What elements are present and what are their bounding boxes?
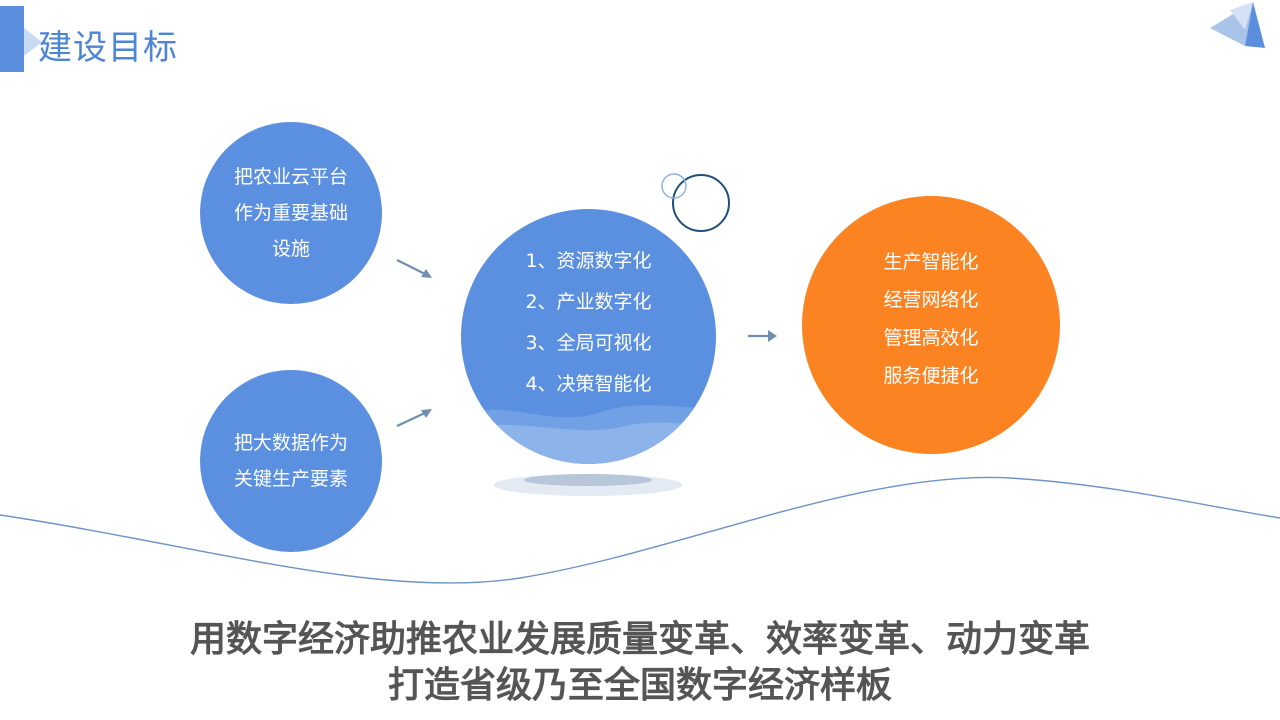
circle-text-line: 1、资源数字化 bbox=[525, 249, 652, 272]
circle-text-line: 管理高效化 bbox=[883, 327, 979, 349]
circle-text-line: 设施 bbox=[271, 238, 310, 260]
paper-plane-icon bbox=[1210, 2, 1265, 48]
circle-text-line: 关键生产要素 bbox=[233, 468, 348, 490]
slogan-line-2: 打造省级乃至全国数字经济样板 bbox=[387, 665, 892, 706]
circle-text-line: 经营网络化 bbox=[883, 289, 979, 311]
center-circle-wave bbox=[461, 404, 716, 464]
deco-ring-small bbox=[661, 173, 687, 199]
slogan-line-1: 用数字经济助推农业发展质量变革、效率变革、动力变革 bbox=[189, 619, 1090, 660]
arrow-right-up-icon bbox=[396, 409, 432, 427]
right-circle-outcomes: 生产智能化 经营网络化 管理高效化 服务便捷化 bbox=[802, 196, 1060, 454]
circle-text-line: 4、决策智能化 bbox=[525, 372, 652, 395]
wave-line bbox=[0, 476, 1280, 584]
circle-text-line: 作为重要基础 bbox=[233, 202, 348, 224]
center-circle-digitalization: 1、资源数字化 2、产业数字化 3、全局可视化 4、决策智能化 bbox=[461, 209, 716, 464]
circle-text-line: 服务便捷化 bbox=[883, 365, 979, 387]
circle-text-line: 3、全局可视化 bbox=[525, 331, 652, 354]
center-circle-shadow-inner bbox=[524, 474, 652, 486]
arrow-right-icon bbox=[748, 330, 777, 342]
circle-text-line: 生产智能化 bbox=[883, 251, 979, 273]
deco-ring-large bbox=[672, 174, 730, 232]
circle-text-line: 2、产业数字化 bbox=[525, 290, 652, 313]
arrow-right-down-icon bbox=[396, 259, 432, 278]
circle-text-line: 把大数据作为 bbox=[233, 432, 348, 454]
title-accent-bar bbox=[0, 6, 24, 72]
circle-text-line: 把农业云平台 bbox=[233, 166, 348, 188]
left-circle-big-data: 把大数据作为 关键生产要素 bbox=[200, 370, 382, 552]
title-accent-triangle bbox=[24, 28, 42, 56]
page-title: 建设目标 bbox=[38, 28, 178, 68]
left-circle-cloud-platform: 把农业云平台 作为重要基础 设施 bbox=[200, 122, 382, 304]
